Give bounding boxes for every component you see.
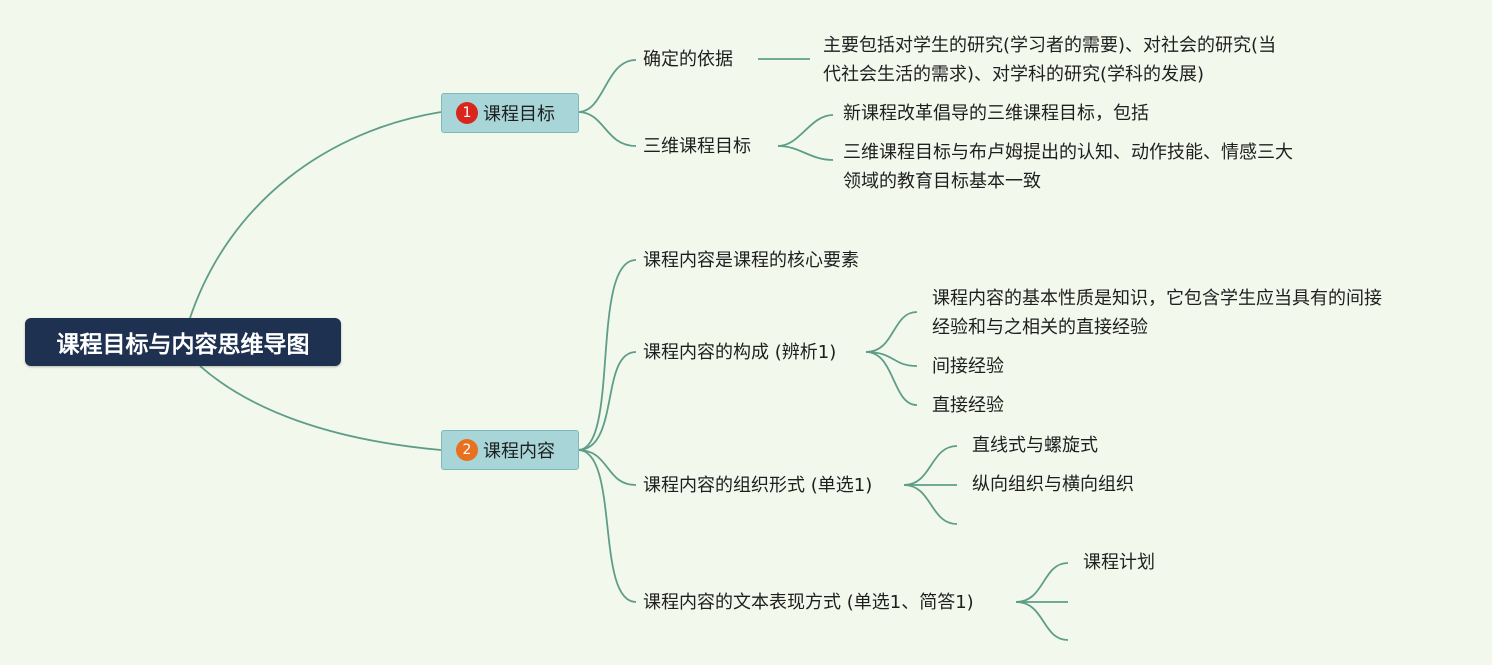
- main-topic-course-goals[interactable]: 1 课程目标: [441, 93, 579, 133]
- main-topic-course-content[interactable]: 2 课程内容: [441, 430, 579, 470]
- subtopic-core-element[interactable]: 课程内容是课程的核心要素: [643, 250, 859, 271]
- subtopic-composition[interactable]: 课程内容的构成 (辨析1): [643, 342, 837, 363]
- composition-item1-line2[interactable]: 经验和与之相关的直接经验: [932, 317, 1148, 338]
- organization-item1[interactable]: 直线式与螺旋式: [972, 435, 1098, 456]
- connector-organization-item1: [903, 445, 958, 486]
- connector-threedim-item1: [777, 114, 834, 147]
- connector-central-topic2: [199, 365, 442, 451]
- three-dim-item2-line1[interactable]: 三维课程目标与布卢姆提出的认知、动作技能、情感三大: [843, 142, 1293, 163]
- composition-item1-line1[interactable]: 课程内容的基本性质是知识，它包含学生应当具有的间接: [932, 288, 1382, 309]
- main-topic-label: 课程目标: [483, 104, 555, 125]
- text-form-item1[interactable]: 课程计划: [1083, 552, 1155, 573]
- connector-topic2-textform: [577, 449, 637, 603]
- subtopic-basis[interactable]: 确定的依据: [643, 49, 733, 70]
- connector-composition-item1: [865, 311, 918, 353]
- connector-threedim-item2: [777, 145, 834, 161]
- number-badge-2: 2: [456, 439, 478, 461]
- basis-detail-line2[interactable]: 代社会生活的需求)、对学科的研究(学科的发展): [823, 64, 1205, 85]
- three-dim-item1[interactable]: 新课程改革倡导的三维课程目标，包括: [843, 103, 1149, 124]
- connector-topic2-organization: [577, 449, 637, 486]
- connector-topic2-composition: [577, 351, 637, 451]
- connector-central-topic1: [189, 111, 442, 319]
- organization-item2[interactable]: 纵向组织与横向组织: [972, 474, 1134, 495]
- connector-composition-item3: [865, 351, 918, 406]
- subtopic-organization[interactable]: 课程内容的组织形式 (单选1): [643, 475, 873, 496]
- number-badge-1: 1: [456, 102, 478, 124]
- connector-textform-item3: [1015, 601, 1069, 641]
- connector-topic1-threedim: [577, 111, 637, 147]
- central-topic[interactable]: 课程目标与内容思维导图: [25, 318, 341, 366]
- main-topic-label: 课程内容: [483, 441, 555, 462]
- connector-organization-item3: [903, 484, 958, 525]
- composition-item3[interactable]: 直接经验: [932, 395, 1004, 416]
- basis-detail-line1[interactable]: 主要包括对学生的研究(学习者的需要)、对社会的研究(当: [823, 35, 1277, 56]
- three-dim-item2-line2[interactable]: 领域的教育目标基本一致: [843, 171, 1041, 192]
- subtopic-text-form[interactable]: 课程内容的文本表现方式 (单选1、简答1): [643, 592, 974, 613]
- connector-textform-item1: [1015, 562, 1069, 603]
- connector-topic1-basis: [577, 59, 637, 113]
- connector-topic2-core: [577, 259, 637, 451]
- subtopic-three-dim-goals[interactable]: 三维课程目标: [643, 136, 751, 157]
- composition-item2[interactable]: 间接经验: [932, 356, 1004, 377]
